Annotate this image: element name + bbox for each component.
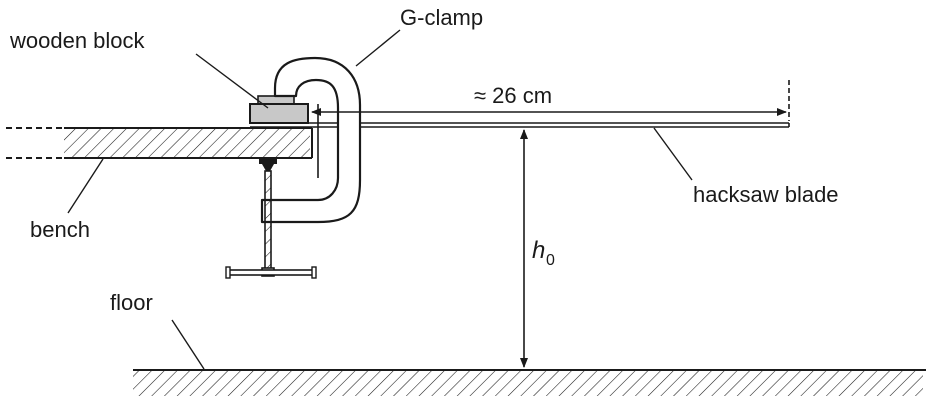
floor-label: floor [110,290,153,315]
g-clamp [225,56,362,279]
floor-hatching [133,370,923,398]
clamp-swivel-joint [262,164,274,171]
floor [133,369,929,403]
clamp-handle-bar [227,269,315,276]
hacksaw-blade [250,122,790,128]
clamp-swivel-pad [259,158,277,164]
clamp-handle-end-right [311,266,317,279]
g-clamp-label: G-clamp [400,5,483,30]
bench-label: bench [30,217,90,242]
wooden-block-leader [195,53,269,109]
clamp-screw [264,170,272,272]
bench-hatching [64,128,310,158]
height-label-subscript: 0 [546,252,555,269]
block-body [249,103,309,124]
hacksaw-blade-leader [653,127,693,181]
bench-leader [67,158,104,214]
wooden-block-label: wooden block [9,28,146,53]
bench [6,127,313,159]
block-top-piece [257,95,295,105]
height-dimension: h 0 [520,129,555,368]
height-label: h [532,237,545,264]
g-clamp-leader [355,29,401,67]
floor-leader [171,319,205,370]
length-dimension: ≈ 26 cm [311,80,790,121]
hacksaw-blade-label: hacksaw blade [693,182,839,207]
wooden-block [249,95,309,124]
floor-hatch-mask [133,396,929,403]
clamp-handle-end-left [225,266,231,279]
length-label: ≈ 26 cm [474,83,552,108]
